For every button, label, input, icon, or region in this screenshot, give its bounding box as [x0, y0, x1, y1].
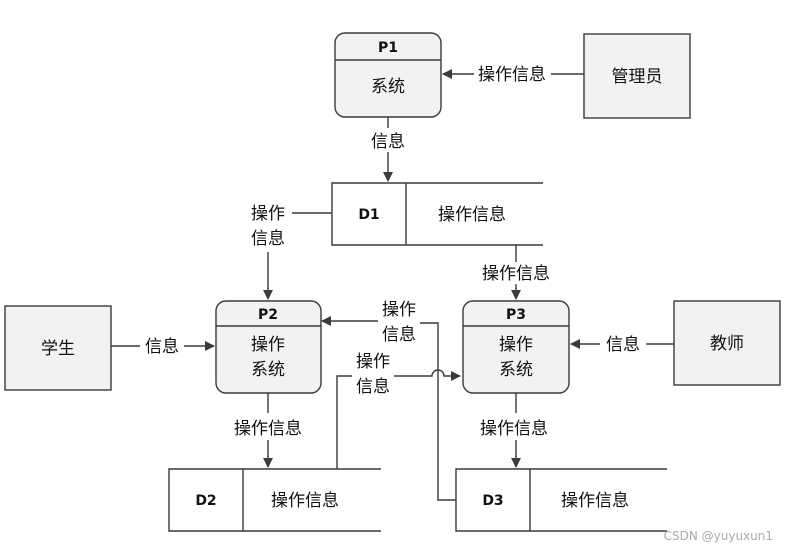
flow-label-p3-d3: 操作信息: [480, 419, 548, 439]
flow-label-d3-p2-line2: 信息: [382, 325, 416, 345]
process-p3-line1: 操作: [499, 335, 533, 355]
process-p2: P2 操作 系统: [215, 300, 322, 394]
flow-label-d2-p3-line2: 信息: [356, 377, 390, 397]
watermark: CSDN @yuyuxun1: [664, 529, 773, 543]
process-p2-line1: 操作: [251, 335, 285, 355]
store-d1: D1 操作信息: [331, 182, 543, 246]
flow-label-d2-p3-line1: 操作: [356, 352, 390, 372]
process-p3-id: P3: [506, 307, 526, 323]
flow-label-p1-d1: 信息: [371, 132, 405, 152]
process-p2-line2: 系统: [251, 360, 285, 380]
flow-label-d1-p2-line2: 信息: [251, 229, 285, 249]
entity-admin-label: 管理员: [612, 67, 663, 87]
store-d2: D2 操作信息: [168, 468, 381, 532]
entity-teacher: 教师: [673, 300, 781, 386]
flow-label-student-p2: 信息: [145, 337, 179, 357]
flow-d3-to-p2: [321, 316, 456, 501]
flow-label-d1-p2-line1: 操作: [251, 204, 285, 224]
store-d1-id: D1: [358, 207, 379, 223]
process-p1: P1 系统: [334, 32, 442, 118]
flow-label-d3-p2-line1: 操作: [382, 300, 416, 320]
flow-label-teacher-p3: 信息: [606, 335, 640, 355]
process-p3: P3 操作 系统: [462, 300, 570, 394]
entity-student: 学生: [4, 305, 112, 391]
flow-d1-to-p2: [263, 212, 332, 300]
store-d2-id: D2: [195, 493, 216, 509]
entity-admin: 管理员: [583, 33, 691, 119]
store-d3: D3 操作信息: [455, 468, 667, 532]
store-d3-label: 操作信息: [561, 491, 629, 511]
entity-teacher-label: 教师: [710, 334, 744, 354]
process-p3-line2: 系统: [499, 360, 533, 380]
process-p1-name: 系统: [371, 77, 405, 97]
process-p1-id: P1: [378, 40, 398, 56]
flow-label-d1-p3: 操作信息: [482, 264, 550, 284]
flow-label-p2-d2: 操作信息: [234, 419, 302, 439]
store-d2-label: 操作信息: [271, 491, 339, 511]
process-p2-id: P2: [258, 307, 278, 323]
store-d3-id: D3: [482, 493, 503, 509]
flow-d2-to-p3: [336, 369, 461, 469]
flow-label-admin-p1: 操作信息: [478, 65, 546, 85]
store-d1-label: 操作信息: [438, 205, 506, 225]
entity-student-label: 学生: [41, 339, 75, 359]
